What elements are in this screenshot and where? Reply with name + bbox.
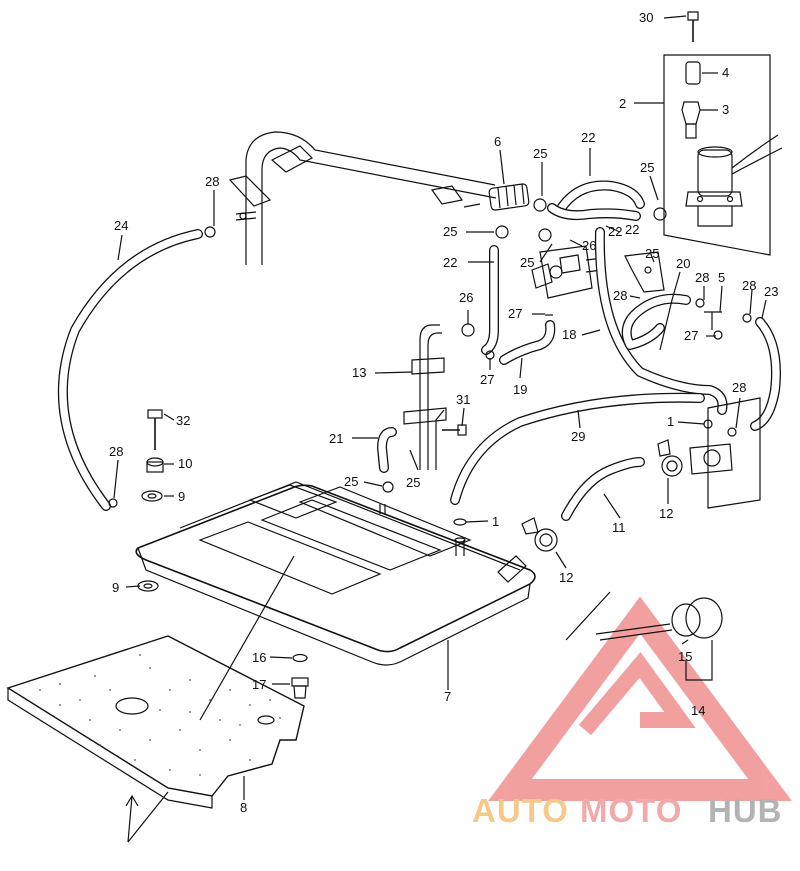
callout-25: 25 — [344, 474, 358, 489]
callout-21: 21 — [329, 431, 343, 446]
callout-7: 7 — [444, 689, 451, 704]
clamp-12-right — [657, 439, 683, 477]
callout-26: 26 — [582, 238, 596, 253]
callout-4: 4 — [722, 65, 729, 80]
callout-25: 25 — [645, 246, 659, 261]
callout-28: 28 — [695, 270, 709, 285]
callout-28: 28 — [109, 444, 123, 459]
watermark-logo — [488, 596, 792, 801]
callout-8: 8 — [240, 800, 247, 815]
callout-2: 2 — [619, 96, 626, 111]
callout-16: 16 — [252, 650, 266, 665]
callout-25: 25 — [406, 475, 420, 490]
callout-22: 22 — [581, 130, 595, 145]
callout-1: 1 — [667, 414, 674, 429]
breather-pipe-assembly — [403, 324, 447, 470]
charcoal-valve-bracket — [689, 397, 761, 509]
callout-20: 20 — [676, 256, 690, 271]
callout-28: 28 — [742, 278, 756, 293]
callout-27: 27 — [508, 306, 522, 321]
fuel-filter — [488, 183, 530, 211]
callout-27: 27 — [684, 328, 698, 343]
callout-1: 1 — [492, 514, 499, 529]
watermark-hub: HUB — [708, 792, 783, 829]
callout-11: 11 — [612, 520, 626, 535]
callout-5: 5 — [718, 270, 725, 285]
callout-25: 25 — [640, 160, 654, 175]
callout-9: 9 — [178, 489, 185, 504]
fuel-tank — [135, 481, 536, 666]
callout-3: 3 — [722, 102, 729, 117]
callout-28: 28 — [205, 174, 219, 189]
callout-19: 19 — [513, 382, 527, 397]
callout-31: 31 — [456, 392, 470, 407]
bolt-31 — [442, 424, 467, 436]
callout-14: 14 — [691, 703, 705, 718]
callout-10: 10 — [178, 456, 192, 471]
callout-15: 15 — [678, 649, 692, 664]
callout-9: 9 — [112, 580, 119, 595]
callout-22: 22 — [608, 224, 622, 239]
callout-18: 18 — [562, 327, 576, 342]
hoses — [57, 180, 781, 521]
callout-12: 12 — [559, 570, 573, 585]
callout-25: 25 — [443, 224, 457, 239]
callout-23: 23 — [764, 284, 778, 299]
callout-labels: 30 4 2 3 6 25 22 25 28 24 25 22 25 26 22… — [109, 10, 778, 815]
callout-27: 27 — [480, 372, 494, 387]
callout-13: 13 — [352, 365, 366, 380]
clamp-12-left — [521, 517, 558, 552]
tank-mount-hardware — [137, 409, 164, 592]
watermark-text: AUTO MOTO HUB — [472, 792, 783, 829]
callout-32: 32 — [176, 413, 190, 428]
protector-plate — [6, 635, 305, 809]
leader-lines — [113, 15, 767, 843]
carburetor — [531, 245, 605, 299]
callout-28: 28 — [613, 288, 627, 303]
callout-22: 22 — [443, 255, 457, 270]
hose-clamps — [108, 198, 752, 526]
drain-plug — [291, 653, 309, 699]
callout-28: 28 — [732, 380, 746, 395]
bracket — [624, 251, 665, 293]
watermark-moto: MOTO — [580, 792, 682, 829]
callout-24: 24 — [114, 218, 128, 233]
callout-6: 6 — [494, 134, 501, 149]
callout-26: 26 — [459, 290, 473, 305]
frame-crossmember — [228, 131, 497, 268]
callout-30: 30 — [639, 10, 653, 25]
callout-29: 29 — [571, 429, 585, 444]
watermark-auto: AUTO — [472, 792, 569, 829]
callout-25: 25 — [520, 255, 534, 270]
callout-12: 12 — [659, 506, 673, 521]
fuel-pump-assembly — [663, 11, 783, 256]
fuel-filler-cap — [595, 597, 723, 641]
callout-25: 25 — [533, 146, 547, 161]
callout-22: 22 — [625, 222, 639, 237]
callout-17: 17 — [252, 677, 266, 692]
